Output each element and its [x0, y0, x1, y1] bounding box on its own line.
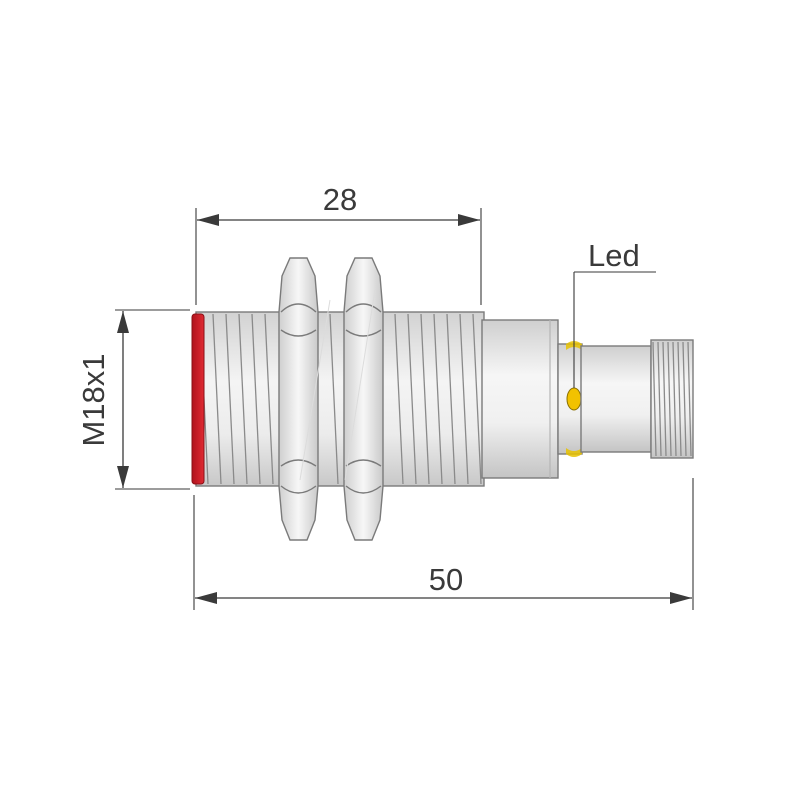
led-ring-bottom	[566, 448, 582, 457]
thread-line	[433, 313, 443, 485]
dimension-m18x1: M18x1	[76, 309, 190, 490]
led-callout: Led	[573, 238, 656, 388]
sensing-face	[191, 313, 205, 485]
thread-line	[459, 313, 469, 485]
thread-line	[657, 341, 662, 457]
led-indicator	[566, 387, 582, 411]
hex-nut-1	[278, 257, 319, 541]
hex-nut-2	[343, 257, 384, 541]
thread-line	[238, 313, 248, 485]
thread-line	[446, 313, 456, 485]
arrowhead-right-bottom	[670, 592, 692, 604]
thread-line	[687, 341, 692, 457]
thread-line	[652, 341, 657, 457]
reflection-line-2	[344, 289, 376, 481]
arrowhead-left	[197, 214, 219, 226]
thread-line	[420, 313, 430, 485]
arrowhead-top	[117, 311, 129, 333]
thread-line	[225, 313, 235, 485]
connector-threads	[652, 341, 692, 457]
led-label: Led	[588, 238, 640, 273]
arrowhead-left-bottom	[195, 592, 217, 604]
thread-line	[407, 313, 417, 485]
dimension-label-m18x1: M18x1	[76, 353, 111, 446]
thread-line	[667, 341, 672, 457]
sensor-body	[191, 257, 694, 541]
connector-thread	[650, 339, 694, 459]
dimension-label-28: 28	[323, 182, 357, 217]
thread-line	[394, 313, 404, 485]
thread-line	[682, 341, 687, 457]
thread-line	[677, 341, 682, 457]
thread-line	[472, 313, 482, 485]
dimension-label-50: 50	[429, 562, 463, 597]
reflection-line-1	[299, 299, 331, 481]
thread-line	[329, 313, 339, 485]
thread-line	[251, 313, 261, 485]
thread-line	[264, 313, 274, 485]
thread-line	[212, 313, 222, 485]
smooth-collar	[481, 319, 559, 479]
thread-line	[662, 341, 667, 457]
thread-line	[672, 341, 677, 457]
arrowhead-bottom	[117, 466, 129, 488]
dimension-50: 50	[193, 478, 694, 610]
dimension-28: 28	[195, 182, 482, 305]
arrowhead-right	[458, 214, 480, 226]
connector-body	[580, 345, 652, 453]
